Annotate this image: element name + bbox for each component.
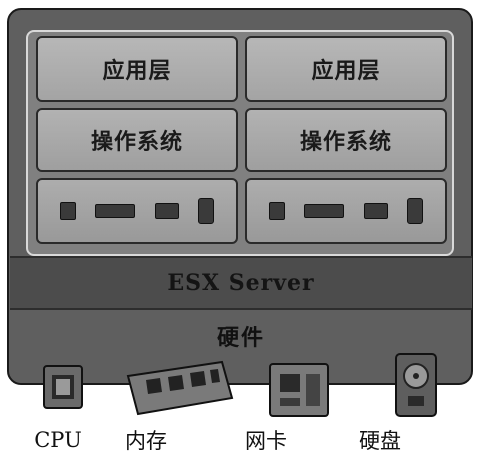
device-caption-nic: 网卡 (245, 429, 287, 453)
vm-left-virtual-devices (36, 178, 238, 244)
virtual-disk-icon (407, 198, 424, 224)
network-card-icon (269, 363, 329, 417)
virtual-memory-icon (95, 204, 136, 218)
virtual-memory-icon (304, 204, 345, 218)
hypervisor-layer: ESX Server (10, 256, 472, 310)
virtual-disk-icon (198, 198, 215, 224)
vm-left-app-layer: 应用层 (36, 36, 238, 102)
virtual-nic-icon (154, 203, 179, 219)
virtual-cpu-icon (268, 202, 285, 220)
device-caption-cpu: CPU (34, 428, 82, 452)
virtual-cpu-icon (59, 202, 76, 220)
vm-right-os-layer: 操作系统 (245, 108, 447, 172)
virtual-nic-icon (363, 203, 388, 219)
vm-left: 应用层 操作系统 (36, 36, 238, 244)
vm-right-app-layer: 应用层 (245, 36, 447, 102)
cpu-chip-icon (43, 365, 83, 409)
vm-right-virtual-devices (245, 178, 447, 244)
vm-right: 应用层 操作系统 (245, 36, 447, 244)
vm-left-os-layer: 操作系统 (36, 108, 238, 172)
hard-disk-icon (395, 353, 437, 417)
device-caption-disk: 硬盘 (359, 429, 401, 453)
hardware-label: 硬件 (216, 325, 265, 351)
device-caption-memory: 内存 (125, 429, 167, 453)
memory-module-icon (126, 360, 234, 416)
